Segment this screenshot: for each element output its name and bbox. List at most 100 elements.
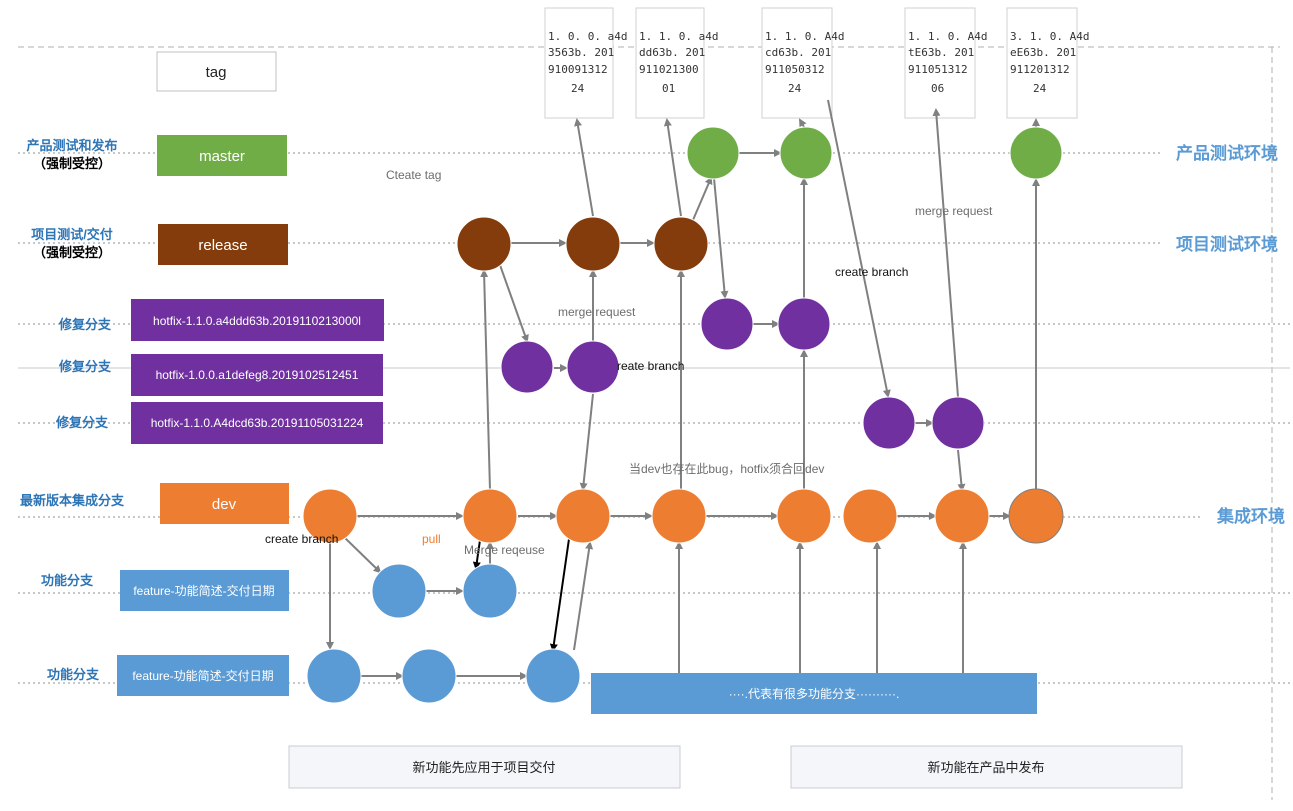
dev-commit-node xyxy=(462,488,518,544)
arrow xyxy=(499,264,529,343)
tag-note-line: cd63b. 201 xyxy=(765,46,831,59)
arrow xyxy=(932,108,959,398)
tag-note-line: 911050312 xyxy=(765,63,825,76)
tag-note: 1. 1. 0. a4d dd63b. 201 911021300 01 xyxy=(635,7,718,119)
feature-branch-box-1: feature-功能简述-交付日期 xyxy=(120,570,289,611)
release-lane-sublabel: （强制受控） xyxy=(33,245,111,260)
black-arrows xyxy=(472,531,571,652)
dev-commit-node xyxy=(302,488,358,544)
product-test-env-label: 产品测试环境 xyxy=(1176,143,1278,163)
pull-annotation: pull xyxy=(422,532,441,546)
hotfix-lane-label-3: 修复分支 xyxy=(55,415,109,430)
release-commit-node xyxy=(456,216,512,272)
arrow xyxy=(713,177,729,299)
tag-note-line: 911201312 xyxy=(1010,63,1070,76)
dev-commit-node xyxy=(934,488,990,544)
tag-note: 1. 1. 0. A4d cd63b. 201 911050312 24 xyxy=(761,7,844,119)
pull-arrow xyxy=(472,539,481,570)
tag-note-line: 1. 0. 0. a4d xyxy=(548,30,627,43)
hotfix-commit-node xyxy=(566,340,620,394)
arrow xyxy=(344,537,382,574)
project-test-env-label: 项目测试环境 xyxy=(1176,234,1278,254)
merge-request-arrow xyxy=(549,531,571,652)
merge-request-annotation-1: merge request xyxy=(558,305,636,319)
dev-lane-label: 最新版本集成分支 xyxy=(20,493,125,508)
arrow xyxy=(574,118,594,217)
feature-branch-label-1: feature-功能简述-交付日期 xyxy=(133,583,274,598)
tag-note-line: 1. 1. 0. a4d xyxy=(639,30,718,43)
feature-lane-label-2: 功能分支 xyxy=(47,667,100,682)
tag-note-line: dd63b. 201 xyxy=(639,46,705,59)
create-branch-annotation-1: create branch xyxy=(835,265,908,279)
dev-commit-node xyxy=(651,488,707,544)
release-branch-box: release xyxy=(158,224,288,265)
flow-arrows xyxy=(326,99,1040,680)
create-branch-annotation-3: create branch xyxy=(265,532,338,546)
hotfix-branch-box-3: hotfix-1.1.0.A4dcd63b.20191105031224 xyxy=(131,402,383,444)
tag-note-line: 24 xyxy=(788,82,802,95)
dev-commit-node xyxy=(842,488,898,544)
tag-note-line: 911051312 xyxy=(908,63,968,76)
tag-note-line: 1. 1. 0. A4d xyxy=(908,30,987,43)
hotfix-commit-node xyxy=(862,396,916,450)
release-commit-node xyxy=(565,216,621,272)
feature-branch-box-2: feature-功能简述-交付日期 xyxy=(117,655,289,696)
tag-note-line: 3563b. 201 xyxy=(548,46,614,59)
master-branch-label: master xyxy=(199,148,245,165)
release-commit-node xyxy=(653,216,709,272)
create-tag-annotation: Cteate tag xyxy=(386,168,441,182)
tag-note-line: 910091312 xyxy=(548,63,608,76)
arrow xyxy=(573,541,594,651)
feature-branch-label-2: feature-功能简述-交付日期 xyxy=(132,668,273,683)
arrow xyxy=(692,176,713,221)
master-commit-node xyxy=(1009,126,1063,180)
tag-note-line: eE63b. 201 xyxy=(1010,46,1076,59)
hotfix-commit-node xyxy=(700,297,754,351)
hotfix-branch-label-1: hotfix-1.1.0.a4ddd63b.2019110213000l xyxy=(153,314,361,328)
master-lane-label: 产品测试和发布 xyxy=(26,138,117,153)
dev-commit-node xyxy=(776,488,832,544)
arrow xyxy=(827,99,891,398)
tag-note-line: tE63b. 201 xyxy=(908,46,974,59)
hotfix-lane-label-2: 修复分支 xyxy=(58,359,112,374)
hotfix-commit-node xyxy=(500,340,554,394)
dev-branch-box: dev xyxy=(160,483,289,524)
merge-request-annotation-2: merge request xyxy=(915,204,993,218)
arrow xyxy=(480,269,491,491)
master-lane-sublabel: （强制受控） xyxy=(33,156,111,171)
hotfix-commit-node xyxy=(931,396,985,450)
merge-request-annotation-3: Merge reqeuse xyxy=(464,543,545,557)
tag-box-label: tag xyxy=(206,64,227,81)
hotfix-branch-box-2: hotfix-1.0.0.a1defeg8.2019102512451 xyxy=(131,354,383,396)
arrow xyxy=(663,118,682,217)
arrow xyxy=(957,449,966,492)
hotfix-lane-label-1: 修复分支 xyxy=(58,317,112,332)
feature-commit-node xyxy=(306,648,362,704)
create-branch-annotation-2: reate branch xyxy=(617,359,684,373)
tag-note-line: 24 xyxy=(571,82,585,95)
arrow xyxy=(799,118,807,128)
feature-lane-label-1: 功能分支 xyxy=(41,573,94,588)
master-commit-node xyxy=(686,126,740,180)
feature-commit-node xyxy=(401,648,457,704)
master-commit-node xyxy=(779,126,833,180)
feature-commit-node xyxy=(525,648,581,704)
bottom-box-product-label: 新功能在产品中发布 xyxy=(927,760,1044,775)
dev-commit-node xyxy=(555,488,611,544)
hotfix-branch-label-2: hotfix-1.0.0.a1defeg8.2019102512451 xyxy=(156,368,359,382)
tag-note: 1. 0. 0. a4d 3563b. 201 910091312 24 xyxy=(544,7,627,119)
tag-note-line: 1. 1. 0. A4d xyxy=(765,30,844,43)
bottom-box-product: 新功能在产品中发布 xyxy=(790,745,1183,789)
hotfix-branch-box-1: hotfix-1.1.0.a4ddd63b.2019110213000l xyxy=(131,299,384,341)
tag-note: 3. 1. 0. A4d eE63b. 201 911201312 24 xyxy=(1006,7,1089,119)
hotfix-commit-node xyxy=(777,297,831,351)
hotfix-branch-label-3: hotfix-1.1.0.A4dcd63b.20191105031224 xyxy=(151,416,364,430)
dev-branch-label: dev xyxy=(212,496,237,513)
dev-note-annotation: 当dev也存在此bug，hotfix须合回dev xyxy=(629,461,824,476)
master-branch-box: master xyxy=(157,135,287,176)
feature-commit-node xyxy=(462,563,518,619)
feature-commit-node xyxy=(371,563,427,619)
arrow xyxy=(579,393,594,491)
dev-commit-node xyxy=(1008,488,1064,544)
